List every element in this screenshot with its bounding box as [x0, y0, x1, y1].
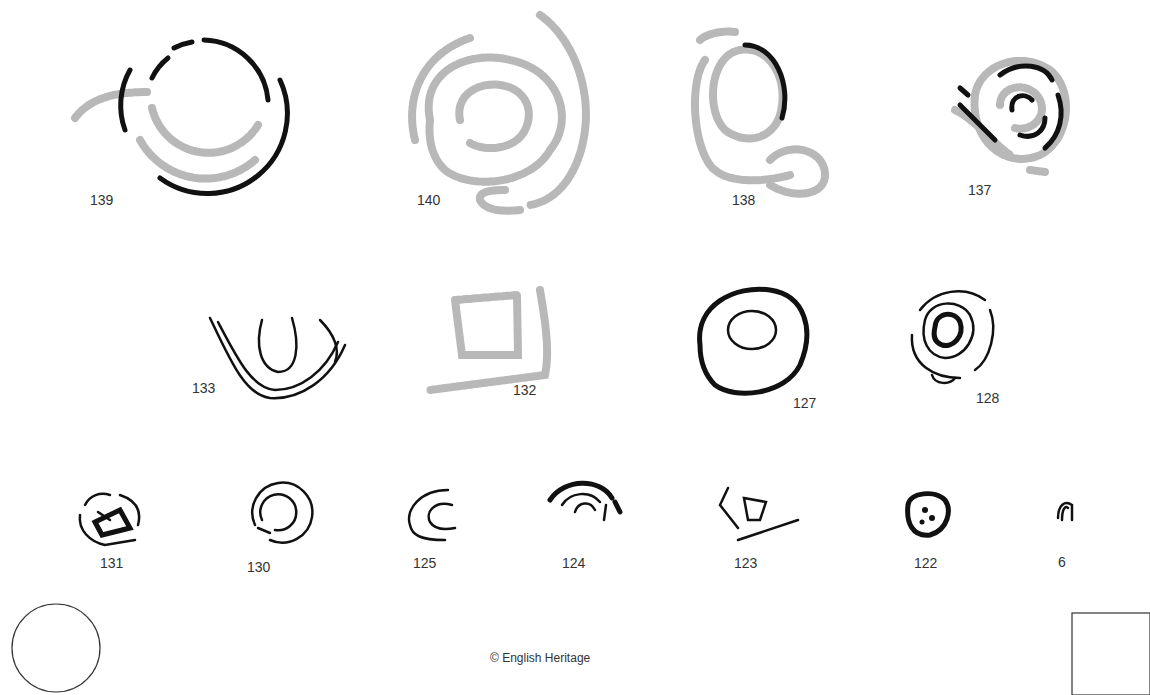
figure-number: 140 [417, 193, 440, 207]
enclosure-131 [80, 494, 139, 545]
figure-number: 127 [793, 396, 816, 410]
enclosure-125 [409, 490, 455, 540]
circle-key [12, 604, 100, 692]
enclosure-122 [908, 494, 949, 536]
figure-number: 138 [732, 193, 755, 207]
enclosure-124 [550, 483, 620, 520]
figure-number: 137 [968, 183, 991, 197]
copyright-note: © English Heritage [490, 652, 590, 664]
figure-number: 122 [914, 556, 937, 570]
figure-number: 125 [413, 556, 436, 570]
figure-number: 124 [562, 556, 585, 570]
enclosure-139 [75, 40, 287, 194]
figure-number: 6 [1058, 555, 1066, 569]
enclosure-132 [430, 290, 547, 390]
enclosure-6 [1058, 503, 1072, 520]
figure-number: 133 [192, 381, 215, 395]
square-key [1072, 613, 1150, 695]
enclosure-138 [695, 32, 825, 194]
figure-number: 131 [100, 556, 123, 570]
figure-number: 123 [734, 556, 757, 570]
enclosure-128 [912, 291, 993, 383]
enclosure-130 [252, 483, 312, 543]
figure-number: 132 [513, 383, 536, 397]
enclosure-133 [210, 318, 345, 398]
enclosure-127 [700, 289, 807, 393]
enclosure-137 [955, 61, 1066, 172]
enclosure-140 [412, 15, 586, 211]
enclosure-123 [720, 488, 798, 540]
figure-number: 130 [247, 560, 270, 574]
figure-number: 139 [90, 193, 113, 207]
figure-number: 128 [976, 391, 999, 405]
